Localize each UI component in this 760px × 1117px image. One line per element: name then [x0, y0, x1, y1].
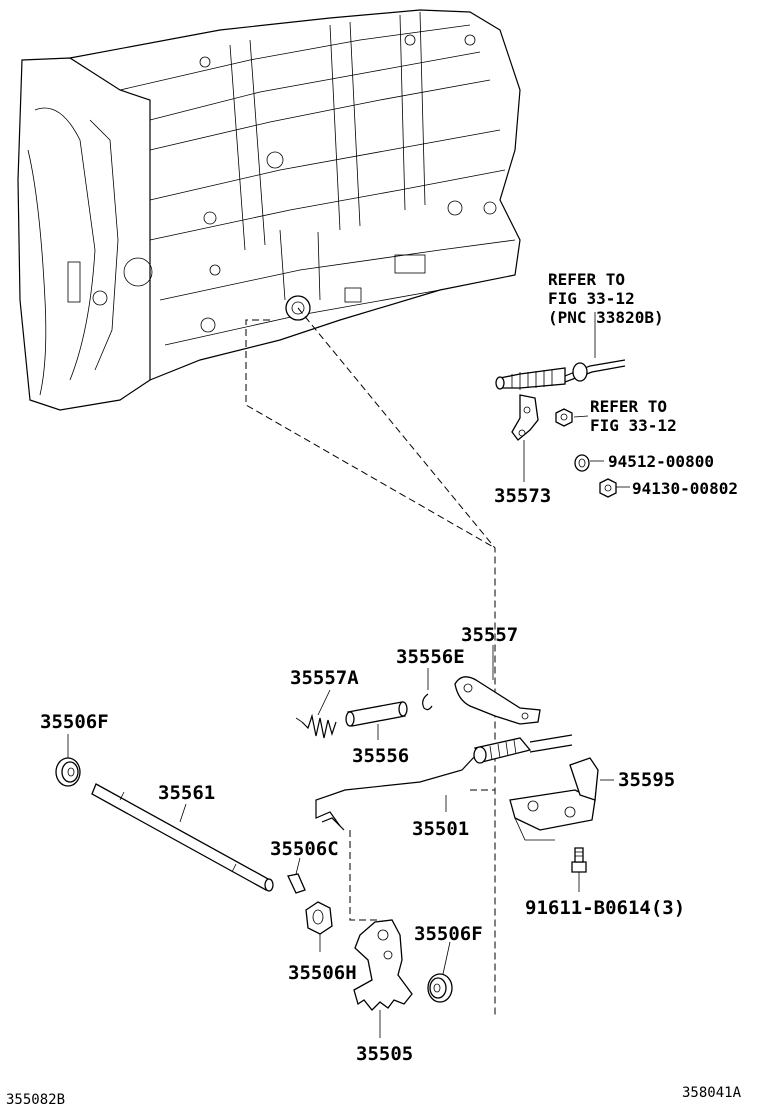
shaft-35561 [91, 783, 274, 892]
refer-label-1-line1: REFER TO [548, 270, 625, 289]
part-label-35505: 35505 [356, 1043, 413, 1065]
part-label-35506C: 35506C [270, 838, 339, 860]
part-label-94512: 94512-00800 [608, 452, 714, 471]
footer-right-code: 358041A [682, 1085, 742, 1101]
part-label-35506F-left: 35506F [40, 711, 109, 733]
part-label-35557: 35557 [461, 624, 518, 646]
footer-left-code: 355082B [6, 1092, 65, 1108]
bolt-91611 [571, 847, 587, 873]
part-label-35506H: 35506H [288, 962, 357, 984]
pin-35506C [287, 873, 306, 894]
part-label-35573: 35573 [494, 485, 551, 507]
refer-label-1-line2: FIG 33-12 [548, 289, 635, 308]
lever-35557 [454, 676, 541, 725]
part-label-35506F-right: 35506F [414, 923, 483, 945]
part-label-91611: 91611-B0614(3) [525, 897, 685, 919]
nut-refer [555, 408, 573, 427]
nut-94130 [599, 478, 617, 498]
part-label-35501: 35501 [412, 818, 469, 840]
refer-label-1-line3: (PNC 33820B) [548, 308, 664, 327]
part-label-35556: 35556 [352, 745, 409, 767]
washer-94512 [574, 454, 590, 472]
cable-end-part [495, 359, 626, 390]
cable-35501 [315, 734, 573, 831]
part-label-94130: 94130-00802 [632, 479, 738, 498]
transmission-illustration [17, 9, 521, 411]
seal-35506F-left [55, 757, 81, 787]
part-label-35556E: 35556E [396, 646, 465, 668]
clip-35556E [422, 693, 433, 711]
spring-35557A [295, 713, 337, 739]
bracket-35595 [509, 757, 599, 841]
refer-label-2-line1: REFER TO [590, 397, 667, 416]
pin-35556 [345, 701, 408, 727]
part-label-35595: 35595 [618, 769, 675, 791]
leader-dashed-bracket [349, 830, 380, 921]
bracket-35573 [511, 394, 539, 441]
collar-35506H [305, 901, 333, 935]
refer-label-2-line2: FIG 33-12 [590, 416, 677, 435]
detent-lever-35505 [353, 919, 413, 1011]
part-label-35557A: 35557A [290, 667, 359, 689]
leader-dashed-left [245, 319, 496, 549]
part-label-35561: 35561 [158, 782, 215, 804]
seal-35506F-right [427, 973, 453, 1003]
